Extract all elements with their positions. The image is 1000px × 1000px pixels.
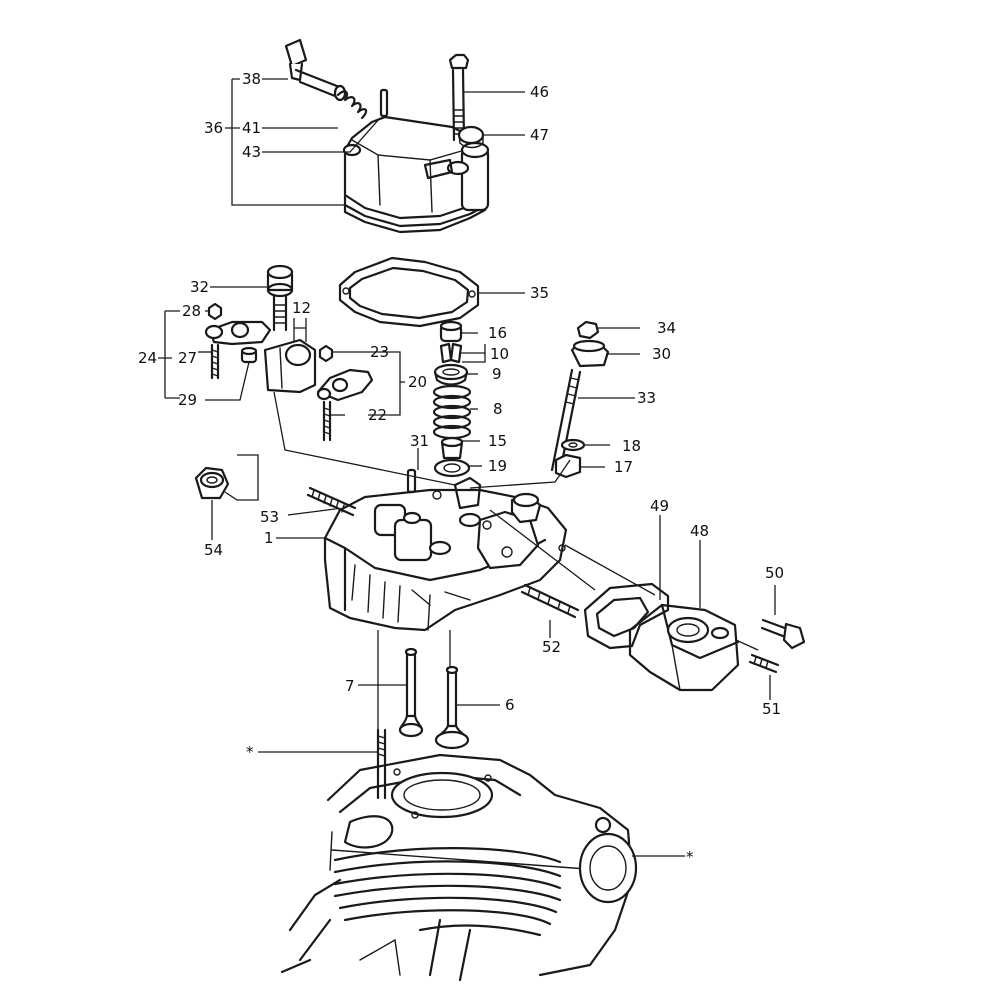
callout-22: 22 [368,406,387,424]
callout-29: 29 [178,391,197,409]
callout-19: 19 [488,457,507,475]
callout-41: 41 [242,119,261,137]
adjust-screw-27 [210,343,220,380]
callout-20: 20 [408,373,427,391]
callout-53: 53 [260,508,279,526]
cap-30 [570,339,610,368]
cover-bolt [448,53,470,142]
callout-18: 18 [622,437,641,455]
rocker-support [263,338,317,394]
callout-49: 49 [650,497,669,515]
callout-17: 17 [614,458,633,476]
spring-seat-washer-19 [433,458,471,478]
callout-33: 33 [637,389,656,407]
cylinder-head-cover [342,115,490,234]
callout-6: 6 [505,696,515,714]
callout-15: 15 [488,432,507,450]
decompression-lever [284,38,347,102]
stud-bolt-53 [306,486,357,517]
inlet-pipe-48 [628,603,740,692]
callout-27: 27 [178,349,197,367]
insulator-gasket-49 [583,582,670,650]
callout-50: 50 [765,564,784,582]
adjust-screw-22 [322,400,332,442]
rocker-shaft-bolt [266,264,294,332]
callout-star-right: * [686,848,694,866]
nut-17 [554,453,582,479]
valve-spring-8 [432,384,472,440]
callout-47: 47 [530,126,549,144]
callout-43: 43 [242,143,261,161]
cylinder-block [280,753,638,982]
head-cover-gasket [338,256,480,328]
callout-54: 54 [204,541,223,559]
cylinder-head [323,476,568,632]
nut-34 [576,320,600,340]
callout-46: 46 [530,83,549,101]
adjust-nut-23 [318,344,334,363]
exhaust-rocker-arm [204,320,272,346]
callout-9: 9 [492,365,502,383]
head-stud [376,728,387,800]
callout-32: 32 [190,278,209,296]
callout-10: 10 [490,345,509,363]
valve-cap-16 [439,320,463,343]
callout-31: 31 [410,432,429,450]
callout-7: 7 [345,677,355,695]
callout-23: 23 [370,343,389,361]
exhaust-valve-7 [398,647,424,738]
callout-34: 34 [657,319,676,337]
decompression-spring [336,90,368,120]
bolt-50 [760,618,806,650]
pin-31 [406,468,417,494]
valve-cotter-10 [439,342,463,364]
spring-retainer-9 [433,363,469,386]
callout-48: 48 [690,522,709,540]
callout-52: 52 [542,638,561,656]
valve-stem-seal-15 [440,436,464,460]
callout-38: 38 [242,70,261,88]
callout-35: 35 [530,284,549,302]
callout-28: 28 [182,302,201,320]
adjust-nut-28 [207,302,223,321]
stud-bolt-52 [520,583,580,619]
intake-rocker-arm [316,368,374,402]
stud-bolt-51 [748,653,780,674]
pin [379,88,389,118]
callout-labels: 38 41 43 36 46 47 32 35 28 12 16 34 24 2… [138,70,784,866]
callout-star-left: * [246,743,254,761]
callout-12: 12 [292,299,311,317]
leader-lines [158,78,776,857]
intake-valve-6 [434,665,470,750]
washer-18 [560,438,586,452]
callout-36: 36 [204,119,223,137]
callout-51: 51 [762,700,781,718]
callout-1: 1 [264,529,274,547]
callout-8: 8 [493,400,503,418]
flange-nut-54 [194,466,230,500]
callout-24: 24 [138,349,157,367]
cover-cap [457,125,485,149]
cap-29 [240,346,258,364]
callout-16: 16 [488,324,507,342]
callout-30: 30 [652,345,671,363]
